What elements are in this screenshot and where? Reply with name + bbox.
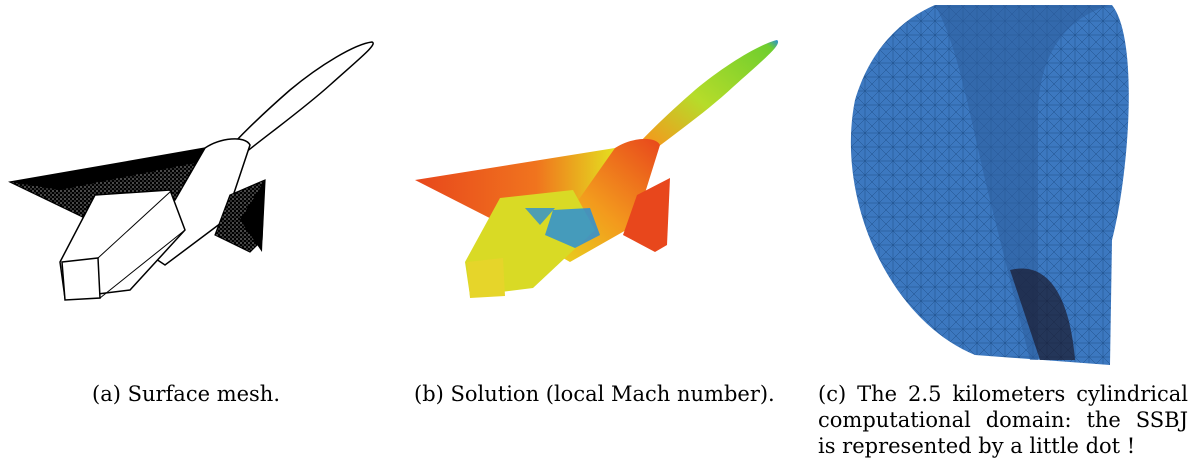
computational-domain-panel xyxy=(830,0,1195,365)
mach-right-wing xyxy=(623,178,670,252)
mach-low-speed-region xyxy=(545,208,600,248)
surface-mesh-image xyxy=(8,41,374,301)
caption-c-line-2: computational domain: the SSBJ xyxy=(818,408,1188,432)
mach-inlet xyxy=(467,258,505,298)
surface-mesh-panel xyxy=(0,30,390,330)
nacelle-inlet xyxy=(61,257,101,301)
caption-a: (a) Surface mesh. xyxy=(92,382,281,406)
mach-solution-panel xyxy=(405,30,795,330)
mach-left-wing xyxy=(415,148,617,235)
computational-domain-image xyxy=(850,5,1129,365)
mach-solution-image xyxy=(415,40,779,298)
left-wing-leading-edge xyxy=(10,148,205,190)
right-wing-tip xyxy=(240,180,265,252)
caption-b: (b) Solution (local Mach number). xyxy=(414,382,775,406)
cylinder-inner-surface xyxy=(935,5,1110,360)
caption-c: (c) The 2.5 kilometers cylindrical compu… xyxy=(818,381,1188,459)
caption-c-line-1: (c) The 2.5 kilometers cylindrical xyxy=(818,382,1188,406)
caption-c-line-3: is represented by a little dot ! xyxy=(818,434,1136,458)
